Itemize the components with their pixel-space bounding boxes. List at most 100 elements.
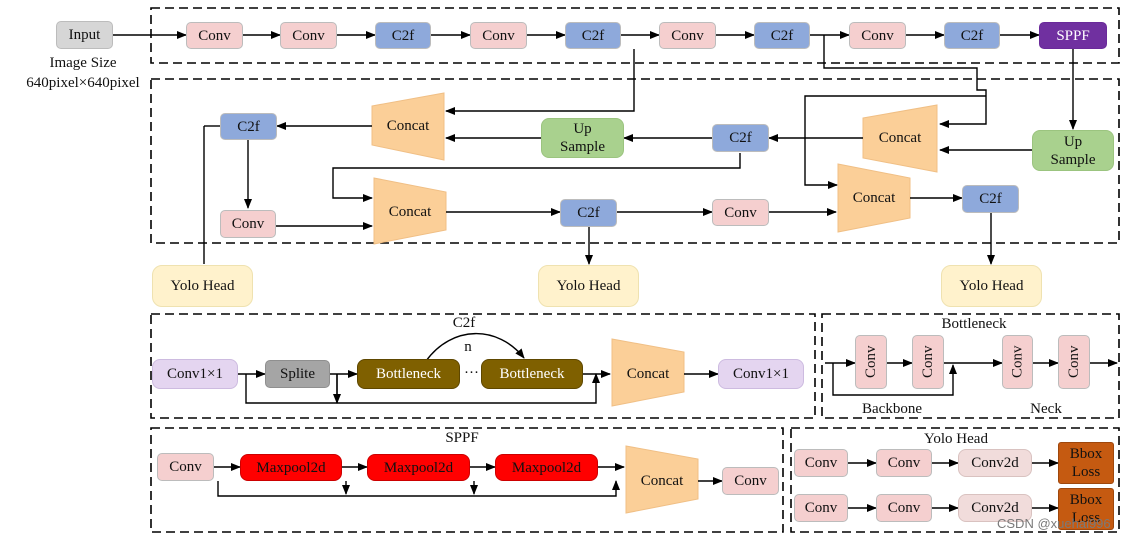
node-label: Bottleneck	[499, 366, 565, 382]
node-label: Bbox Loss	[1069, 446, 1103, 480]
node-label: Conv	[671, 27, 704, 44]
yolo-head-right: Yolo Head	[941, 265, 1042, 307]
node-label: Conv	[231, 216, 265, 232]
concat-n1: Concat	[372, 111, 444, 141]
backbone-conv-1: Conv	[186, 22, 243, 49]
c2f-bottleneck-n: Bottleneck	[481, 359, 583, 389]
neck-c2f-bottom-mid: C2f	[560, 199, 617, 227]
neck-c2f-mid: C2f	[712, 124, 769, 152]
sppf-maxpool-2: Maxpool2d	[367, 454, 470, 481]
concat-n4: Concat	[838, 183, 910, 213]
node-label: C2f	[581, 27, 605, 44]
backbone-conv-3: Conv	[470, 22, 527, 49]
node-label: Up Sample	[1050, 133, 1096, 168]
image-size-line2: 640pixel×640pixel	[26, 75, 140, 91]
node-label: Conv	[724, 204, 757, 221]
upsample-left: Up Sample	[541, 118, 624, 158]
node-label: Conv2d	[971, 500, 1019, 516]
bottleneck-neck-label: Neck	[1030, 401, 1062, 417]
sppf-panel-title: SPPF	[445, 430, 479, 446]
neck-c2f-right: C2f	[962, 185, 1019, 213]
node-label: Concat	[386, 117, 430, 134]
c2f-panel-title: C2f	[452, 315, 476, 331]
yolohead-conv-2a: Conv	[794, 494, 848, 522]
bottleneck-backbone-conv-1: Conv	[855, 335, 887, 389]
backbone-conv-4: Conv	[659, 22, 716, 49]
node-label: Conv	[861, 27, 894, 44]
node-label: Concat	[388, 203, 432, 220]
node-label: Conv2d	[971, 455, 1019, 471]
c2f-concat: Concat	[612, 359, 684, 389]
backbone-c2f-2: C2f	[565, 22, 621, 49]
node-label: Bottleneck	[376, 366, 441, 382]
concat-n3: Concat	[374, 197, 446, 227]
node-label: Yolo Head	[959, 278, 1024, 294]
node-label: C2f	[729, 130, 752, 146]
input-node: Input	[56, 21, 113, 49]
sppf-maxpool-1: Maxpool2d	[240, 454, 342, 481]
node-label: C2f	[577, 205, 600, 221]
yolohead-conv2d-1: Conv2d	[958, 449, 1032, 477]
node-label: Conv	[887, 455, 921, 471]
node-label: Conv	[292, 27, 325, 44]
node-label: C2f	[979, 191, 1002, 207]
node-label: C2f	[237, 118, 260, 135]
yolohead-bbox-loss-2: Bbox Loss	[1058, 488, 1114, 530]
c2f-panel	[150, 313, 816, 419]
neck-conv-mid: Conv	[712, 199, 769, 226]
concat-n2: Concat	[863, 123, 937, 153]
node-label: Splite	[279, 366, 315, 382]
node-label: Yolo Head	[556, 278, 621, 294]
c2f-repeat-n: n	[464, 339, 472, 355]
yolo-head-left: Yolo Head	[152, 265, 253, 307]
concat-shape-n4	[837, 163, 911, 233]
node-label: Up Sample	[560, 121, 605, 155]
neck-conv-left: Conv	[220, 210, 276, 238]
backbone-conv-5: Conv	[849, 22, 906, 49]
c2f-conv1x1-out: Conv1×1	[718, 359, 804, 389]
node-label: Yolo Head	[170, 278, 235, 294]
concat-shape-c2f	[611, 338, 685, 407]
yolohead-conv-1b: Conv	[876, 449, 932, 477]
backbone-c2f-3: C2f	[754, 22, 810, 49]
c2f-ellipsis: ···	[464, 365, 479, 381]
node-label: Concat	[640, 472, 684, 489]
node-label: Conv	[198, 27, 231, 44]
node-label: Conv	[804, 455, 838, 471]
upsample-right: Up Sample	[1032, 130, 1114, 171]
yolohead-conv-2b: Conv	[876, 494, 932, 522]
c2f-conv1x1-in: Conv1×1	[152, 359, 238, 389]
yolohead-panel	[790, 427, 1120, 533]
node-label: Conv	[804, 500, 838, 516]
node-label: Conv1×1	[733, 366, 789, 382]
node-label: Maxpool2d	[511, 459, 582, 476]
node-label: Conv	[920, 345, 936, 379]
node-label: Bbox Loss	[1069, 492, 1103, 526]
node-label: Conv	[887, 500, 921, 516]
node-label: C2f	[960, 27, 984, 44]
node-label: Conv	[734, 473, 767, 489]
image-size-line1: Image Size	[49, 55, 117, 71]
neck-region	[150, 78, 1120, 244]
node-label: SPPF	[1056, 27, 1090, 44]
node-label: Concat	[626, 365, 670, 382]
node-label: Conv1×1	[167, 366, 223, 382]
concat-shape-n1	[371, 92, 445, 161]
backbone-c2f-4: C2f	[944, 22, 1000, 49]
c2f-splite: Splite	[265, 360, 330, 388]
node-label: Conv	[482, 27, 515, 44]
node-label: C2f	[391, 27, 415, 44]
node-label: Conv	[169, 459, 202, 475]
node-label: Maxpool2d	[383, 459, 454, 476]
bottleneck-panel-title: Bottleneck	[941, 316, 1007, 332]
sppf-panel	[150, 427, 784, 533]
yolohead-bbox-loss-1: Bbox Loss	[1058, 442, 1114, 484]
input-label: Input	[68, 27, 101, 43]
sppf-concat: Concat	[626, 466, 698, 496]
watermark: CSDN @xuehai996	[997, 516, 1111, 531]
node-label: Conv	[863, 345, 879, 379]
sppf-conv-out: Conv	[722, 467, 779, 495]
concat-shape-n2	[862, 104, 938, 173]
backbone-conv-2: Conv	[280, 22, 337, 49]
